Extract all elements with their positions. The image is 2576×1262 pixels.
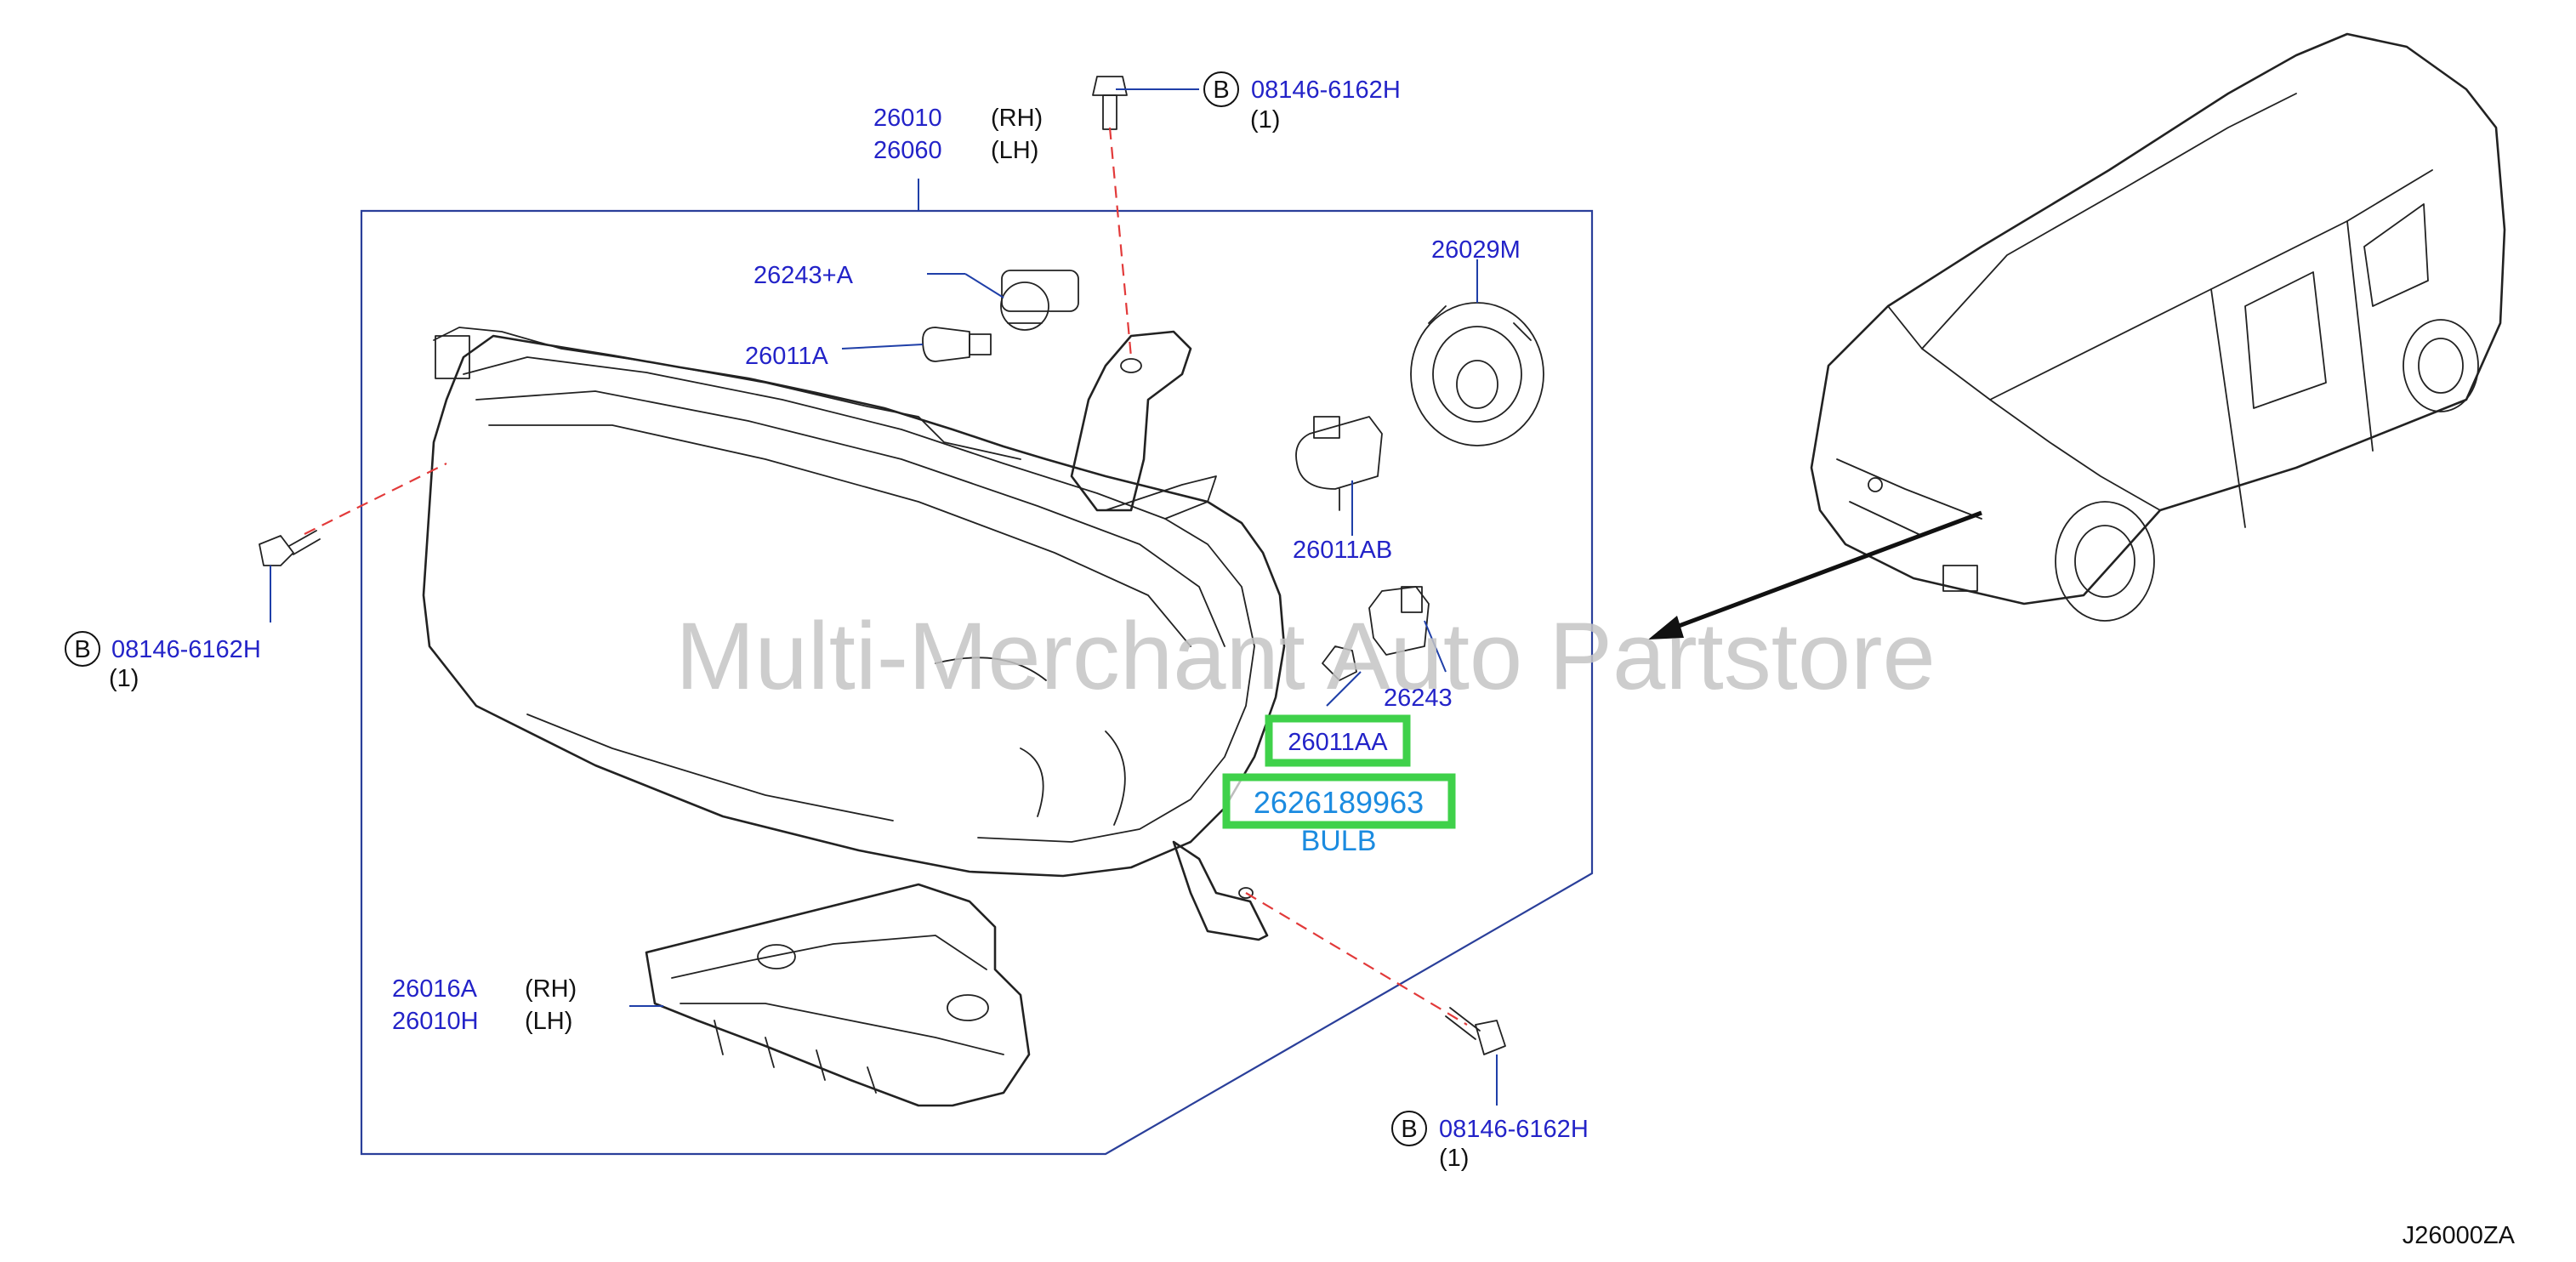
housing-lh-side-label: (LH)	[991, 137, 1038, 164]
bracket-lh-part-label: 26010H	[392, 1008, 479, 1035]
assembly-frame	[360, 209, 1594, 1156]
bulb-socket-a-drawing	[1000, 270, 1079, 331]
highlight-caption: BULB	[1301, 825, 1377, 857]
bracket-lh-side-label: (LH)	[525, 1008, 572, 1035]
housing-rh-side-label: (RH)	[991, 105, 1043, 132]
bolt-top-callout-circle	[1203, 71, 1239, 107]
vehicle-sketch	[1810, 32, 2506, 622]
bolt-bottom-callout-letter: B	[1401, 1116, 1417, 1143]
vehicle-pointer-arrow	[1658, 510, 1982, 636]
bulb-ab-drawing	[1295, 416, 1383, 511]
bulb-aa-drawing	[1322, 645, 1357, 681]
diagram-code: J26000ZA	[2403, 1222, 2516, 1249]
bolt-bottom-callout-circle	[1391, 1111, 1427, 1146]
housing-rh-part-label: 26010	[873, 105, 942, 132]
bracket-rh-side-label: (RH)	[525, 975, 577, 1003]
headlamp-housing-drawing	[422, 327, 1286, 941]
bolt-bottom-drawing	[1445, 1007, 1506, 1055]
bolt-left-callout-letter: B	[74, 636, 90, 663]
bolt-left-drawing	[259, 530, 321, 566]
bolt-top-part-label: 08146-6162H	[1251, 77, 1401, 104]
bolt-left-callout-circle	[65, 631, 100, 667]
bulb-ab-part-label: 26011AB	[1293, 537, 1392, 564]
bolt-top-qty-label: (1)	[1250, 106, 1280, 134]
bulb-aa-part-label: 26011AA	[1288, 729, 1388, 756]
socket-part-label: 26243	[1384, 685, 1453, 712]
bolt-left-part-label: 08146-6162H	[111, 636, 261, 663]
bolt-bottom-qty-label: (1)	[1439, 1145, 1469, 1172]
bulb-a-part-label: 26011A	[745, 343, 828, 370]
housing-lh-part-label: 26060	[873, 137, 942, 164]
highlight-number-box	[1222, 773, 1456, 829]
bulb-a-drawing	[922, 327, 992, 362]
cap-part-label: 26029M	[1431, 236, 1521, 264]
bracket-rh-part-label: 26016A	[392, 975, 478, 1003]
bulb-aa-highlight-box	[1265, 714, 1411, 767]
socket-a-part-label: 26243+A	[753, 262, 854, 289]
lower-bracket-drawing	[645, 883, 1031, 1107]
watermark-text: Multi-Merchant Auto Partstore	[675, 603, 1935, 709]
bolt-left-qty-label: (1)	[109, 665, 139, 692]
bolt-top-callout-letter: B	[1213, 77, 1229, 104]
cap-drawing	[1410, 302, 1544, 446]
bolt-top-drawing	[1092, 76, 1128, 130]
bolt-bottom-part-label: 08146-6162H	[1439, 1116, 1589, 1143]
highlight-number: 2626189963	[1254, 785, 1424, 820]
